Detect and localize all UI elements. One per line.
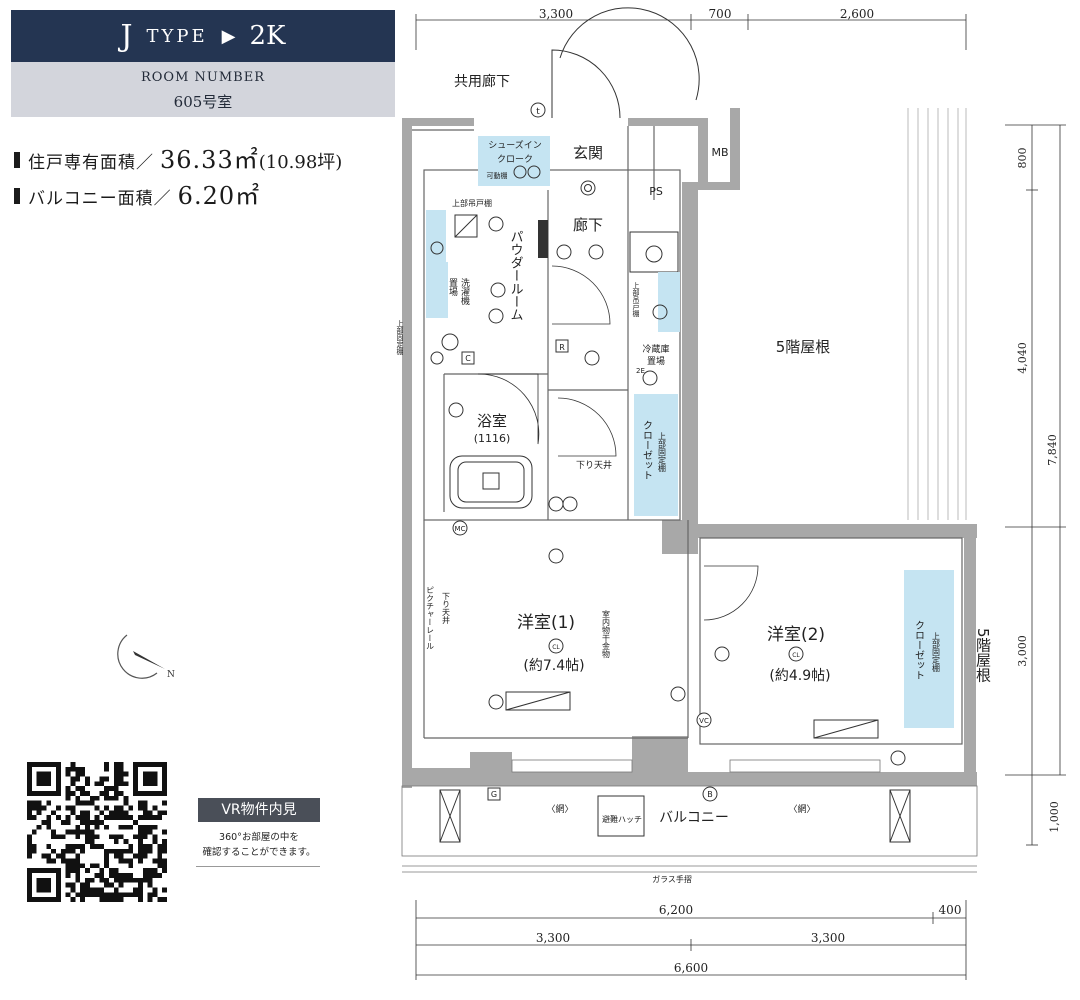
balcony-outline xyxy=(401,785,978,873)
balcony-area-value: 6.20㎡ xyxy=(177,182,261,210)
western-2-cl: CL xyxy=(792,652,800,659)
shoe-closet-label-2: クローク xyxy=(497,154,533,165)
western-1-label: 洋室(1) xyxy=(517,613,575,633)
balcony-label: バルコニー xyxy=(659,810,729,826)
top-dimension-lines xyxy=(415,14,967,50)
qr-code[interactable] xyxy=(24,762,170,902)
compass-north-label: N xyxy=(167,670,175,680)
walls xyxy=(402,108,977,788)
mc-mark: MC xyxy=(455,525,466,533)
dim-bottom-4: 3,300 xyxy=(811,931,845,945)
r-mark: R xyxy=(559,343,565,352)
vr-description: 360°お部屋の中を 確認することができます。 xyxy=(190,830,328,860)
mark-2e: 2E xyxy=(636,367,645,375)
private-area-label: 住戸専有面積／ xyxy=(28,153,154,173)
lowered-ceiling-2-label: 下り天井 xyxy=(442,592,451,625)
c-mark: C xyxy=(465,354,471,363)
bathroom-size: (1116) xyxy=(474,432,511,445)
hallway-label: 廊下 xyxy=(573,216,603,234)
entrance-door xyxy=(551,7,700,119)
vr-tour-button[interactable]: VR物件内見 xyxy=(198,798,320,822)
windows xyxy=(511,759,881,773)
room-number-box: ROOM NUMBER 605号室 xyxy=(11,62,395,117)
lowered-ceiling-label: 下り天井 xyxy=(576,459,612,471)
glass-railing-label: ガラス手摺 xyxy=(652,874,692,884)
dim-bottom-3: 3,300 xyxy=(536,931,570,945)
dim-right-4: 1,000 xyxy=(1048,801,1061,833)
bathroom-label: 浴室 xyxy=(477,412,507,430)
fridge-label-2: 置場 xyxy=(647,355,665,367)
closet-shelf-label-2: 上部固定棚 xyxy=(932,632,941,673)
dim-right-3: 3,000 xyxy=(1016,635,1029,667)
type-arrow-icon: ▶ xyxy=(221,25,236,47)
upper-shelf-label: 上部吊戸棚 xyxy=(452,198,492,208)
ps-label: PS xyxy=(649,185,663,198)
washer-label-2: 置場 xyxy=(447,278,458,297)
compass-icon: N xyxy=(117,634,175,680)
balcony-area-label: バルコニー面積／ xyxy=(28,189,172,209)
dim-right-1: 800 xyxy=(1016,148,1029,169)
indoor-dryer-label: 室内物干金物 xyxy=(602,609,611,659)
plan-type: 2K xyxy=(249,21,286,51)
western-2-label: 洋室(2) xyxy=(767,625,825,645)
b-mark: B xyxy=(707,790,713,799)
right-dimension-lines xyxy=(1005,124,1066,846)
western-1-cl: CL xyxy=(552,644,560,651)
roof-5f-label: 5階屋根 xyxy=(776,338,831,356)
upper-fixed-shelf-label: 上部固定棚 xyxy=(396,319,404,356)
western-1-size: (約7.4帖) xyxy=(523,658,584,674)
roof-edge-lines xyxy=(907,108,967,520)
closet-label-1: クローゼット xyxy=(641,420,653,480)
private-area-line: 住戸専有面積／ 36.33㎡ (10.98坪) xyxy=(14,140,342,175)
balcony-area-line: バルコニー面積／ 6.20㎡ xyxy=(14,176,260,211)
bullet-bar xyxy=(14,188,20,204)
dim-top-2: 700 xyxy=(709,7,732,21)
interphone-mark: t xyxy=(536,107,540,117)
net-label-2: 〈網〉 xyxy=(788,803,815,815)
powder-room-label: パウダールーム xyxy=(508,230,524,321)
dim-right-2: 4,040 xyxy=(1016,342,1029,374)
fridge-label-1: 冷蔵庫 xyxy=(642,343,669,355)
dim-bottom-total: 6,600 xyxy=(674,961,708,975)
g-mark: G xyxy=(491,790,497,799)
vc-mark: VC xyxy=(699,717,709,725)
movable-shelf-label: 可動棚 xyxy=(487,171,508,180)
dim-top-3: 2,600 xyxy=(840,7,874,21)
shoe-in-closet xyxy=(478,136,550,186)
plan-type-header: J TYPE ▶ 2K xyxy=(11,10,395,62)
vr-desc-line2: 確認することができます。 xyxy=(202,847,316,858)
bullet-bar xyxy=(14,152,20,168)
vr-divider xyxy=(196,866,320,867)
dim-right-total: 7,840 xyxy=(1046,434,1059,466)
dim-top-1: 3,300 xyxy=(539,7,573,21)
entrance-label: 玄関 xyxy=(573,144,603,162)
common-corridor-label: 共用廊下 xyxy=(454,73,510,90)
shoe-closet-label-1: シューズイン xyxy=(488,139,542,151)
upper-cabinet-label: 上部吊戸棚 xyxy=(632,281,640,318)
net-label-1: 〈網〉 xyxy=(546,803,573,815)
room-number-value: 605号室 xyxy=(173,93,233,111)
closet-shelf-label-1: 上部固定棚 xyxy=(658,432,667,473)
washer-label-1: 洗濯機 xyxy=(459,277,470,306)
vr-desc-line1: 360°お部屋の中を xyxy=(219,832,299,843)
private-area-tsubo: (10.98坪) xyxy=(258,152,343,173)
closet-label-2: クローゼット xyxy=(913,620,925,680)
western-2-size: (約4.9帖) xyxy=(769,668,830,684)
escape-hatch-label: 避難ハッチ xyxy=(602,814,642,824)
roof-5f-vertical-label: 5階屋根 xyxy=(974,628,992,683)
picture-rail-label: ピクチャーレール xyxy=(426,586,435,650)
private-area-value: 36.33㎡ xyxy=(160,146,259,174)
type-word: TYPE xyxy=(146,25,208,47)
type-letter: J xyxy=(120,18,133,54)
dim-bottom-1: 6,200 xyxy=(659,903,693,917)
mb-label: MB xyxy=(711,146,728,159)
dim-bottom-2: 400 xyxy=(939,903,962,917)
bottom-dimension-lines xyxy=(415,900,967,980)
room-number-label: ROOM NUMBER xyxy=(140,70,266,85)
